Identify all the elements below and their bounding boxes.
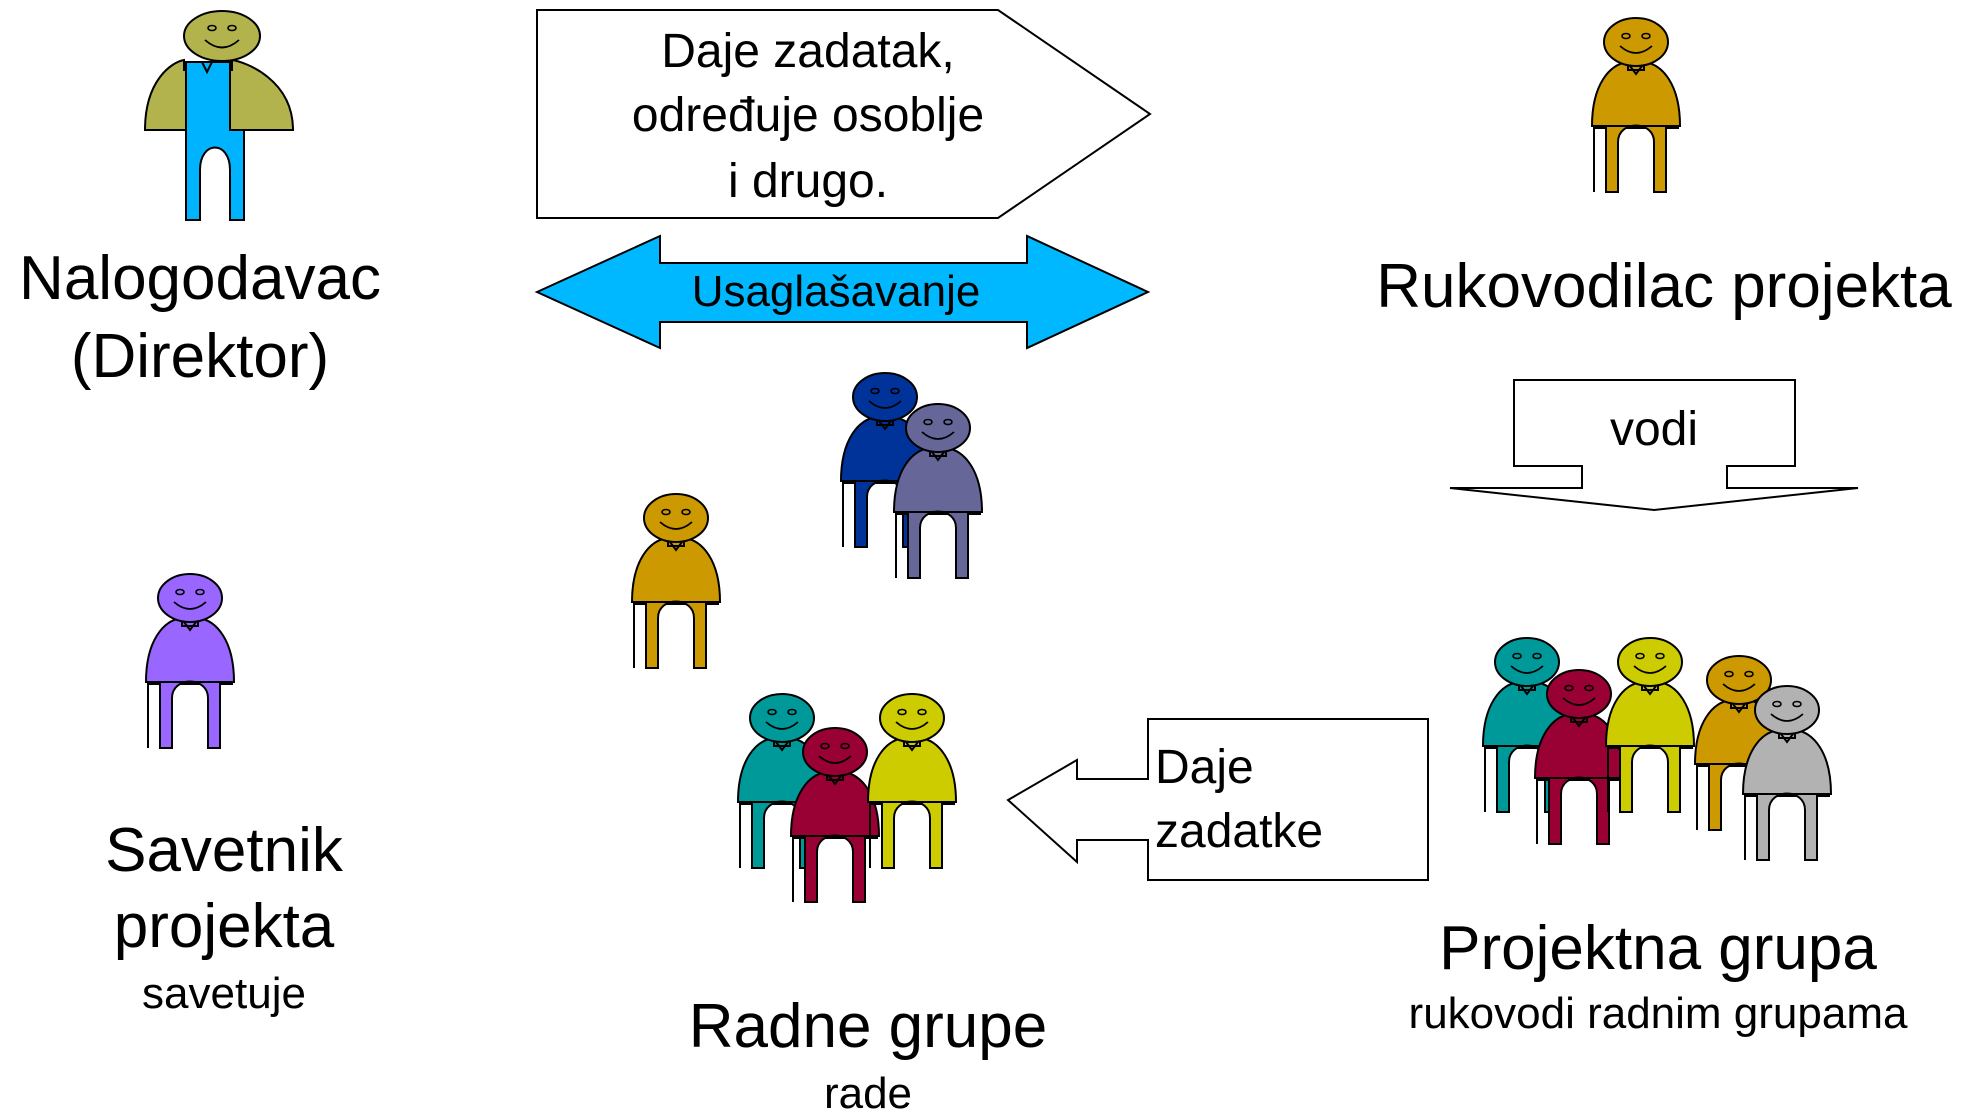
director-person-icon (143, 10, 295, 221)
assign-task-arrow (536, 9, 1152, 219)
manager-person-icon (1591, 17, 1681, 193)
advisor-name-line2: projekta (113, 892, 335, 961)
worker-person-icon-gold (631, 493, 721, 669)
assign-task-line3: i drugo. (727, 155, 889, 208)
manager-name: Rukovodilac projekta (1376, 252, 1952, 321)
work-group-person-crimson (790, 727, 880, 903)
project-team-action: rukovodi radnim grupama (1408, 989, 1908, 1038)
work-group-person-yellow (867, 693, 957, 869)
coordination-label: Usaglašavanje (691, 267, 981, 316)
team-person-yellow (1605, 637, 1695, 813)
leads-down-arrow (1449, 379, 1859, 512)
work-groups-name: Radne grupe (688, 992, 1048, 1061)
project-team-name: Projektna grupa (1439, 914, 1877, 983)
advisor-name-line1: Savetnik (105, 816, 343, 885)
team-person-gray (1742, 685, 1832, 861)
project-team-people-icon (1482, 637, 1832, 861)
assign-task-line2: određuje osoblje (631, 89, 985, 142)
assign-task-line1: Daje zadatak, (661, 25, 955, 78)
worker-group-icon (631, 372, 983, 669)
coordination-double-arrow (534, 234, 1151, 350)
team-person-crimson (1534, 669, 1624, 845)
leads-label: vodi (1609, 403, 1699, 456)
director-role: (Direktor) (70, 322, 330, 391)
gives-tasks-left-arrow (1006, 718, 1429, 881)
work-groups-people-icon (737, 693, 957, 903)
director-name: Nalogodavac (19, 244, 381, 313)
gives-tasks-line1: Daje (1155, 741, 1254, 794)
gives-tasks-line2: zadatke (1155, 805, 1324, 858)
work-groups-action: rade (823, 1069, 913, 1118)
worker-person-icon-slate (893, 403, 983, 579)
advisor-person-icon (145, 573, 235, 749)
advisor-action: savetuje (142, 969, 306, 1018)
